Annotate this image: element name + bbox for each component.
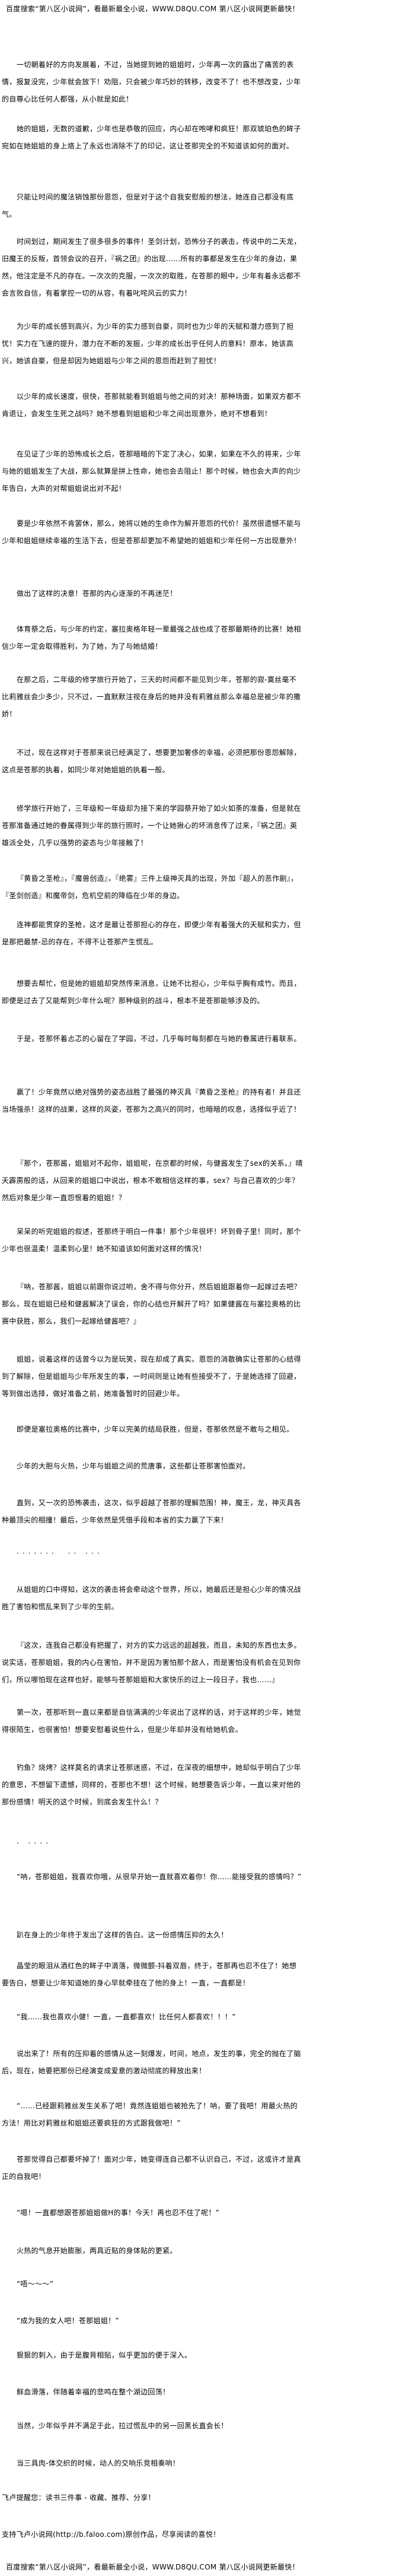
paragraph: 晶莹的眼泪从酒红色的眸子中滴落，微微颤-抖着双唇，终于，苍那再也忍不住了！她想要…: [2, 1962, 297, 1987]
paragraph: 『这次，连我自己都没有把握了，对方的实力远远的超越我，而且，未知的东西也太多。说…: [2, 1641, 301, 1684]
paragraph: 要是少年依然不肯罢休，那么，她将以她的生命作为解开恩怨的代价！虽然很遗憾不能与少…: [2, 519, 301, 545]
paragraph: 只能让时间的魔法销蚀那份恩怨，但是对于这个自我安慰般的想法，她连自己都没有底气。: [2, 193, 294, 218]
section-break-dots: . ....: [17, 1837, 52, 1845]
paragraph: 当然，少年似乎并不满足于此，拉过慌乱中的另一回黑长直会长！: [17, 2422, 228, 2430]
paragraph: 赢了！少年竟然以绝对强势的姿态战胜了最强的神灭具『黄昏之圣枪』的持有者！并且还当…: [2, 1088, 301, 1113]
paragraph: 一切朝着好的方向发展着，不过，当她提到她的姐姐时，少年再一次的露出了痛苦的表情，…: [2, 61, 301, 103]
paragraph: “唔～～～”: [17, 2280, 54, 2288]
paragraph: 少年的大胆与火热，少年与姐姐之间的荒唐事，这些都让苍那害怕面对。: [17, 1462, 250, 1470]
paragraph: 钓鱼？烧烤？这样莫名的请求让苍那迷惑，不过，在深夜的细想中，她却似乎明白了少年的…: [2, 1763, 301, 1806]
paragraph: 不过，现在这样对于苍那来说已经满足了，想要更加奢侈的幸福，必须把那份恩怨解除，这…: [2, 748, 301, 774]
paragraph: 趴在身上的少年终于发出了这样的告白。这一份感情压抑的太久！: [17, 1931, 228, 1939]
footer-support-link[interactable]: 支持飞卢小说网(http://b.faloo.com)原创作品，尽享阅读的喜悦！: [2, 2530, 221, 2539]
paragraph: 火热的气息开始膨胀，两具近贴的身体贴的更紧。: [17, 2247, 177, 2255]
paragraph: 即便是塞拉奥格的比赛中，少年以完美的结局获胜，但是，苍那依然是不敢与之相见。: [17, 1425, 294, 1433]
paragraph: “成为我的女人吧！苍那姐姐！”: [17, 2317, 119, 2325]
section-break-dots: ······· ·· ···: [17, 1549, 103, 1557]
paragraph: “嗯！一直都想跟苍那姐姐做H的事！今天！再也忍不住了呢！”: [17, 2209, 220, 2217]
paragraph: 呆呆的听完姐姐的叙述，苍那终于明白一件事！那个少年很坏！坏到骨子里！同时，那个少…: [2, 1227, 301, 1253]
paragraph: 当三具肉-体交织的时候，动人的交响乐竞相奏响！: [17, 2459, 180, 2467]
footer-reminder: 飞卢提醒您：读书三件事 - 收藏、推荐、分享！: [2, 2493, 155, 2502]
paragraph: 鲜血滑落，伴随着幸福的悲鸣在整个湖边回荡！: [17, 2388, 170, 2396]
paragraph: 为少年的成长感到高兴，为少年的实力感到自豪，同时也为少年的天赋和潜力感到了担忧！…: [2, 322, 294, 365]
paragraph: 从姐姐的口中得知，这次的袭击将会牵动这个世界，所以，她最后还是担心少年的情况战胜…: [2, 1585, 301, 1611]
paragraph: 『呐，苍那酱，姐姐以前跟你说过哟，舍不得与你分开，然后姐姐跟着你一起嫁过去吧？那…: [2, 1283, 301, 1325]
paragraph: 『那个，苍那酱，姐姐对不起你，姐姐呢，在京都的时候，与健酱发生了sex的关系。』…: [2, 1159, 303, 1202]
paragraph: 于是，苍那怀着忐忑的心留在了学园，不过，几乎每时每刻都在与她的眷属进行着联系。: [17, 1035, 301, 1043]
paragraph: “我……我也喜欢小健！一直，一直都喜欢！比任何人都喜欢！！！”: [17, 2013, 236, 2021]
site-banner-top: 百度搜索“第八区小说网”，看最新最全小说，WWW.D8QU.COM 第八区小说网…: [6, 5, 299, 13]
paragraph: 在那之后，二年级的修学旅行开始了，三天的时间都不能见到少年，苍那的寂-寞丝毫不比…: [2, 675, 301, 718]
paragraph: 直到，又一次的恐怖袭击，这次，似乎超越了苍那的理解范围！神，魔王，龙，神灭具各种…: [2, 1499, 301, 1524]
paragraph: 第一次，苍那听到一直以来都是自信满满的少年说出了这样的话，对于这样的少年，她觉得…: [2, 1708, 301, 1734]
paragraph: 狠狠的刺入，由于是腹背相贴，似乎更加的便于深入。: [17, 2351, 192, 2359]
paragraph: 姐姐，说着这样的话曾今以为是玩笑，现在却成了真实。恩怨的消散确实让苍那的心结得到…: [2, 1355, 301, 1398]
site-banner-bottom: 百度搜索“第八区小说网”，看最新最全小说，WWW.D8QU.COM 第八区小说网…: [6, 2563, 299, 2571]
paragraph: 连神都能贯穿的圣枪，这才是最让苍那担心的存在，即便少年有着强大的天赋和实力，但是…: [2, 921, 301, 946]
paragraph: “呐，苍那姐姐，我喜欢你哦，从很早开始一直就喜欢着你！你……能接受我的感情吗？”: [17, 1873, 302, 1881]
paragraph: 说出来了！所有的压抑着的感情从这一刻爆发，时间，地点，发生的事，完全的抛在了脑后…: [2, 2050, 301, 2075]
paragraph: 做出了这样的决意！苍那的内心逐渐的不再迷茫！: [17, 589, 177, 598]
paragraph: 想要去帮忙，但是她的姐姐却突然传来消息，让她不比担心，少年似乎胸有成竹。而且，即…: [2, 979, 301, 1005]
paragraph: 『黄昏之圣枪』，『魔兽创造』，『绝雾』三件上级神灭具的出现，外加『超人的恶作剧』…: [2, 874, 298, 900]
paragraph: 修学旅行开始了，三年级和一年级却为接下来的学园祭开始了如火如荼的准备，但是就在苍…: [2, 804, 301, 847]
paragraph: 在见证了少年的恐怖成长之后，苍那暗暗的下定了决心，如果，如果在不久的将来，少年与…: [2, 450, 301, 493]
paragraph: 体育祭之后，与少年的约定，塞拉奥格年轻一辈最强之战也成了苍那最期待的比赛！她相信…: [2, 625, 301, 651]
paragraph: 她的姐姐，无数的道歉，少年也是恭敬的回应，内心却在咆哮和疯狂！那双琥珀色的眸子宛…: [2, 125, 301, 150]
paragraph: 以少年的成长速度，很快，苍那就能看到姐姐与他之间的对决！那种场面，如果双方都不肯…: [2, 392, 301, 418]
paragraph: 苍那觉得自己都要坏掉了！面对少年，她变得连自己都不认识自己，不过，这或许才是真正…: [2, 2155, 301, 2181]
paragraph: 时间划过，期间发生了很多很多的事件！圣剑计划，恐怖分子的袭击，传说中的二天龙，旧…: [2, 237, 301, 297]
paragraph: “……已经跟莉雅丝发生关系了吧！竟然连姐姐也被抢先了！呐，要了我吧！用最火热的方…: [2, 2102, 298, 2127]
